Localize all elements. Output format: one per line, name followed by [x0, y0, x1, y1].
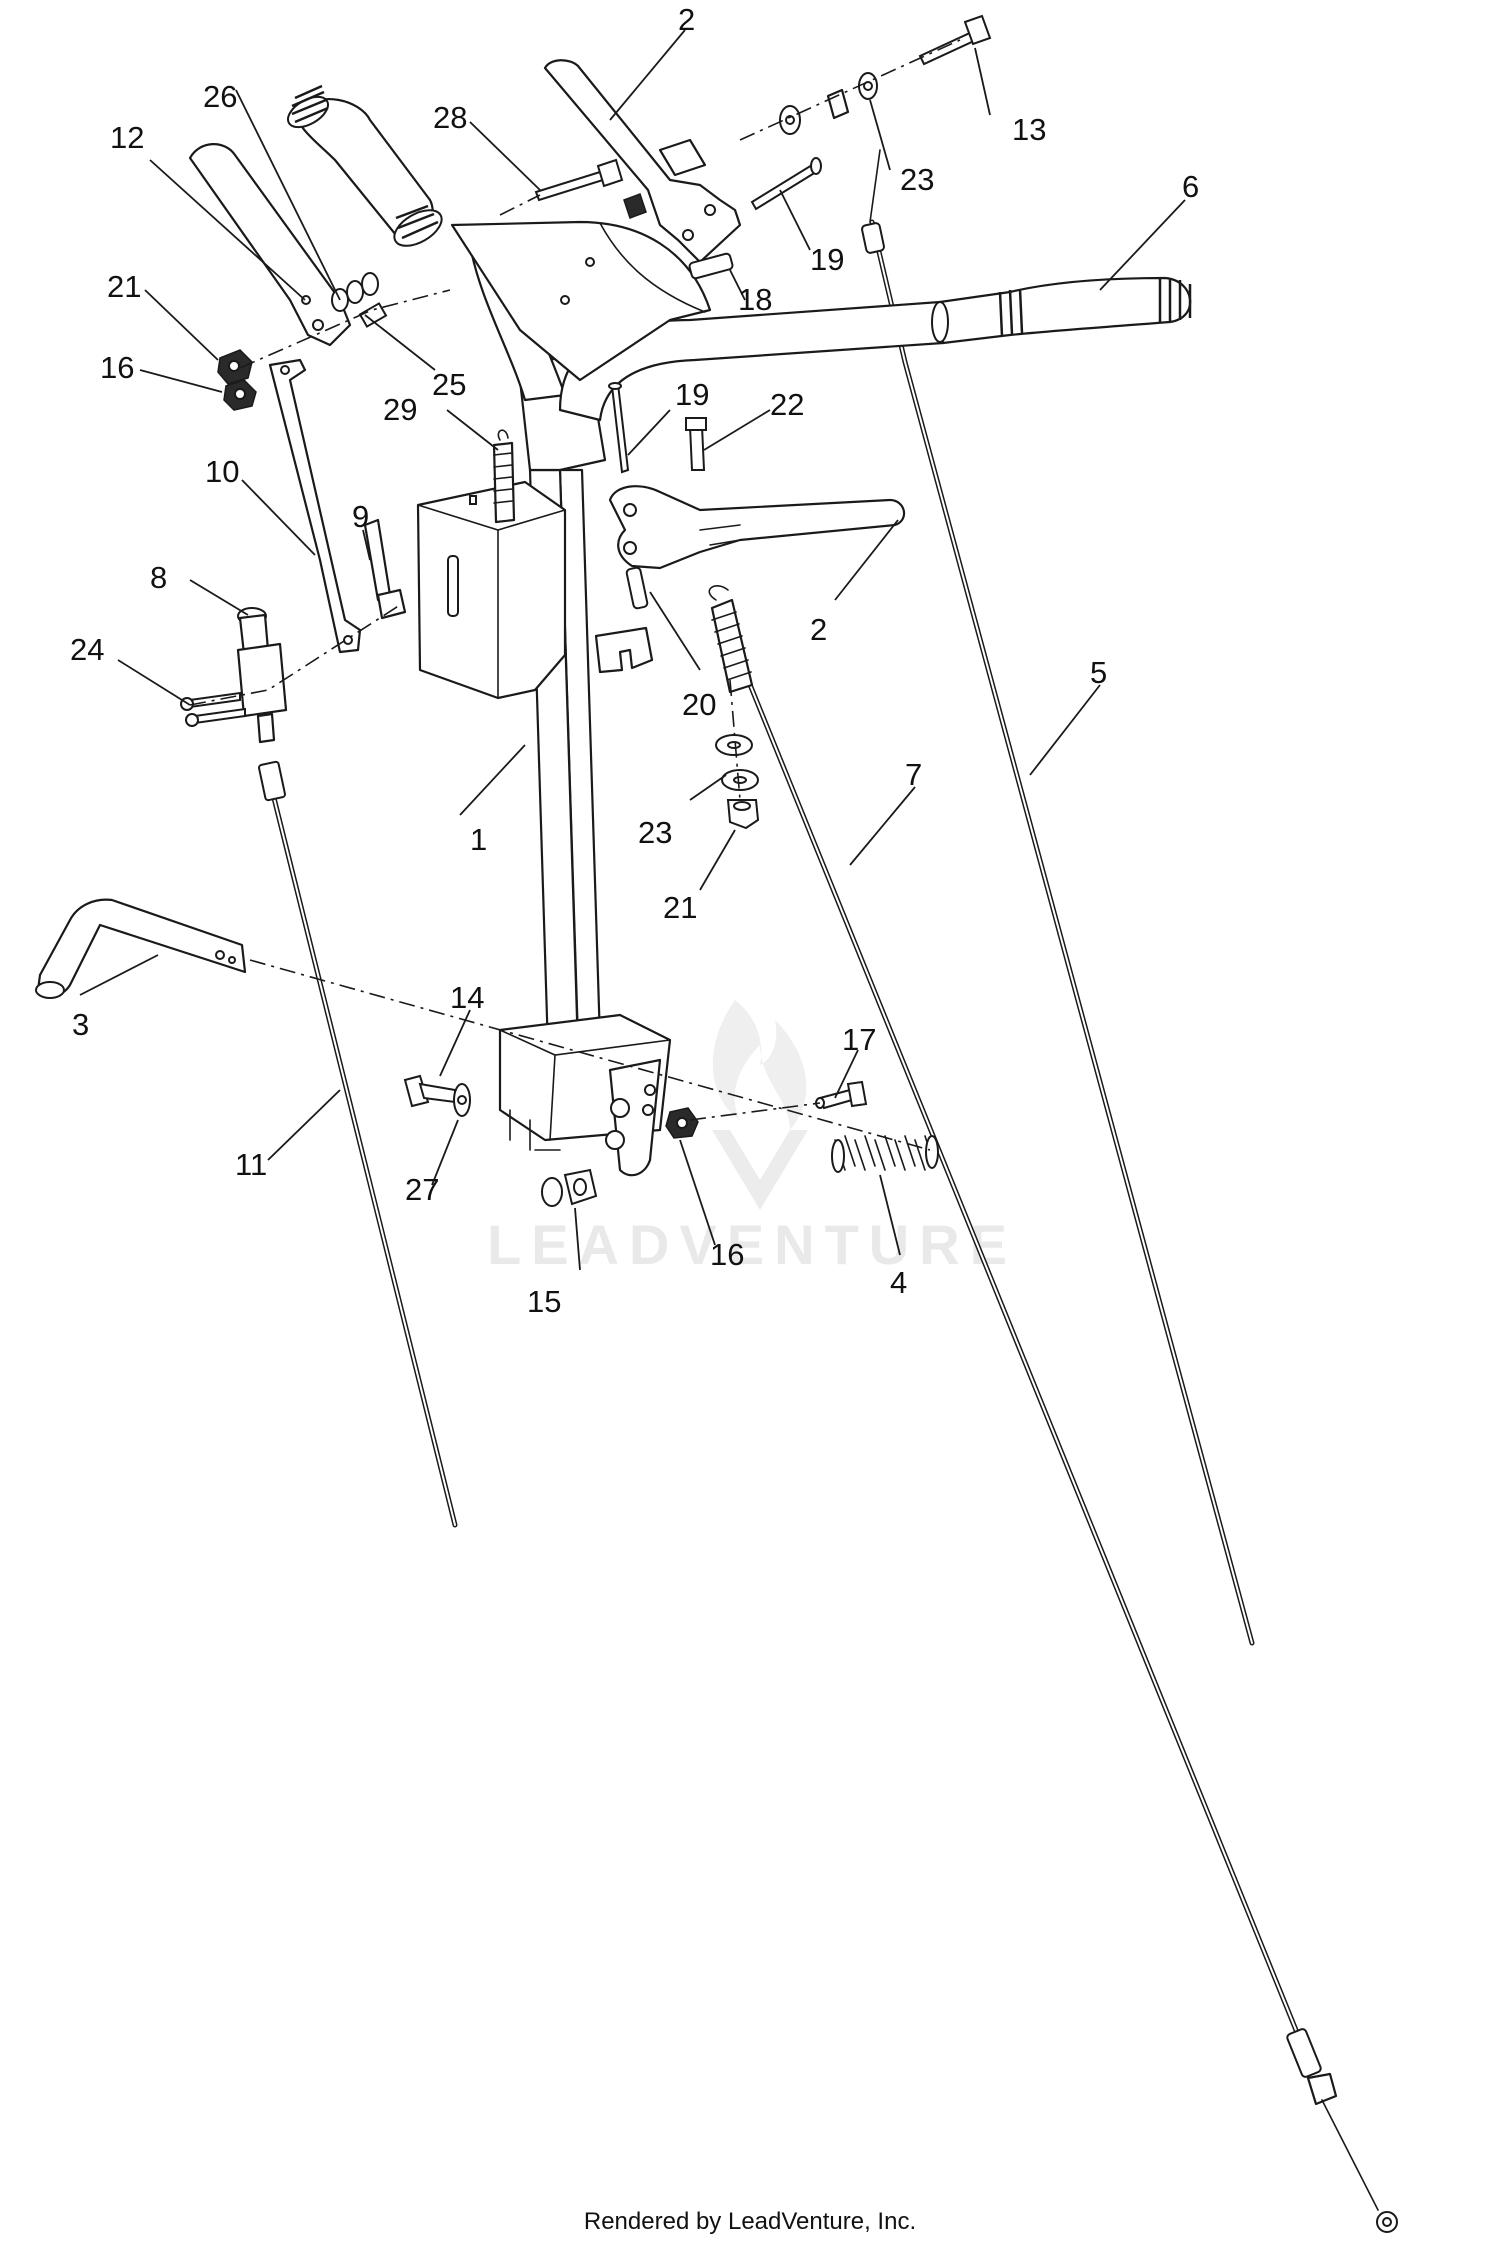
callout-8: 8 [150, 560, 167, 595]
callout-20: 20 [682, 687, 716, 722]
callout-23: 23 [638, 815, 672, 850]
callout-9: 9 [352, 499, 369, 534]
part-1-handle-frame [450, 220, 945, 1177]
callout-5: 5 [1090, 655, 1107, 690]
callout-1: 1 [470, 822, 487, 857]
callout-3: 3 [72, 1007, 89, 1042]
part-29-spring [492, 429, 516, 524]
part-10-link [268, 358, 362, 654]
assembly-lines [189, 39, 961, 1151]
callout-12: 12 [110, 120, 144, 155]
callout-13: 13 [1012, 112, 1046, 147]
callout-21: 21 [107, 269, 141, 304]
part-17-bolt [815, 1080, 868, 1110]
callout-19: 19 [675, 377, 709, 412]
leader-lines [79, 29, 1186, 1271]
part-24-screws [180, 691, 246, 727]
part-12-lever [188, 143, 352, 347]
watermark-text: LEADVENTURE [487, 1213, 1017, 1276]
callout-15: 15 [527, 1284, 561, 1319]
part-4-spring [831, 1135, 939, 1173]
part-28-bolt [534, 158, 647, 219]
part-23-washers-lower [715, 734, 759, 791]
part-22-bolt [685, 417, 707, 471]
callout-14: 14 [450, 980, 484, 1015]
callout-2: 2 [678, 2, 695, 37]
callout-4: 4 [890, 1265, 907, 1300]
callout-11: 11 [235, 1147, 267, 1182]
part-2-lever-bottom [608, 485, 906, 570]
part-6-grip [931, 276, 1192, 345]
callout-23: 23 [900, 162, 934, 197]
leadventure-watermark: LEADVENTURE [487, 1000, 1017, 1276]
part-grip-upper-left [287, 84, 443, 247]
callout-7: 7 [905, 757, 922, 792]
callout-29: 29 [383, 392, 417, 427]
part-7-cable [735, 652, 1398, 2233]
callout-21: 21 [663, 890, 697, 925]
part-14-bolt [403, 1074, 456, 1108]
callout-25: 25 [432, 367, 466, 402]
part-21-nut-lower [726, 799, 760, 830]
callout-16: 16 [710, 1237, 744, 1272]
callout-19: 19 [810, 242, 844, 277]
part-19-pin-top [750, 157, 822, 211]
part-2-lever-top [543, 59, 742, 264]
part-16-nut-left [223, 379, 257, 411]
part-15-nut [541, 1168, 598, 1207]
callout-27: 27 [405, 1172, 439, 1207]
footer-credit: Rendered by LeadVenture, Inc. [583, 2208, 917, 2235]
callout-26: 26 [203, 79, 237, 114]
part-9-clip [363, 518, 407, 620]
callout-6: 6 [1182, 169, 1199, 204]
callout-18: 18 [738, 282, 772, 317]
callout-labels: 1 2 2 3 4 5 6 7 8 9 10 11 12 13 14 15 16… [70, 2, 1199, 1319]
part-21-nut-left [217, 349, 253, 385]
part-5-cable [861, 149, 1255, 1646]
part-3-bent-pin [35, 898, 247, 999]
part-16-nut-lower [665, 1107, 699, 1139]
part-box [416, 480, 567, 700]
part-11-cable [258, 760, 458, 1528]
callout-10: 10 [205, 454, 239, 489]
callout-28: 28 [433, 100, 467, 135]
callout-16: 16 [100, 350, 134, 385]
part-8-switch [236, 607, 288, 744]
part-19-pin-lower [608, 382, 630, 474]
callout-22: 22 [770, 387, 804, 422]
part-7-cable-spring [708, 585, 754, 694]
part-27-washer [453, 1083, 471, 1117]
callout-17: 17 [842, 1022, 876, 1057]
part-13-bolt [918, 14, 992, 66]
part-23-washers-top [779, 72, 878, 135]
part-18-pin [688, 252, 734, 280]
callout-24: 24 [70, 632, 104, 667]
part-20-pin [625, 566, 649, 610]
callout-2: 2 [810, 612, 827, 647]
